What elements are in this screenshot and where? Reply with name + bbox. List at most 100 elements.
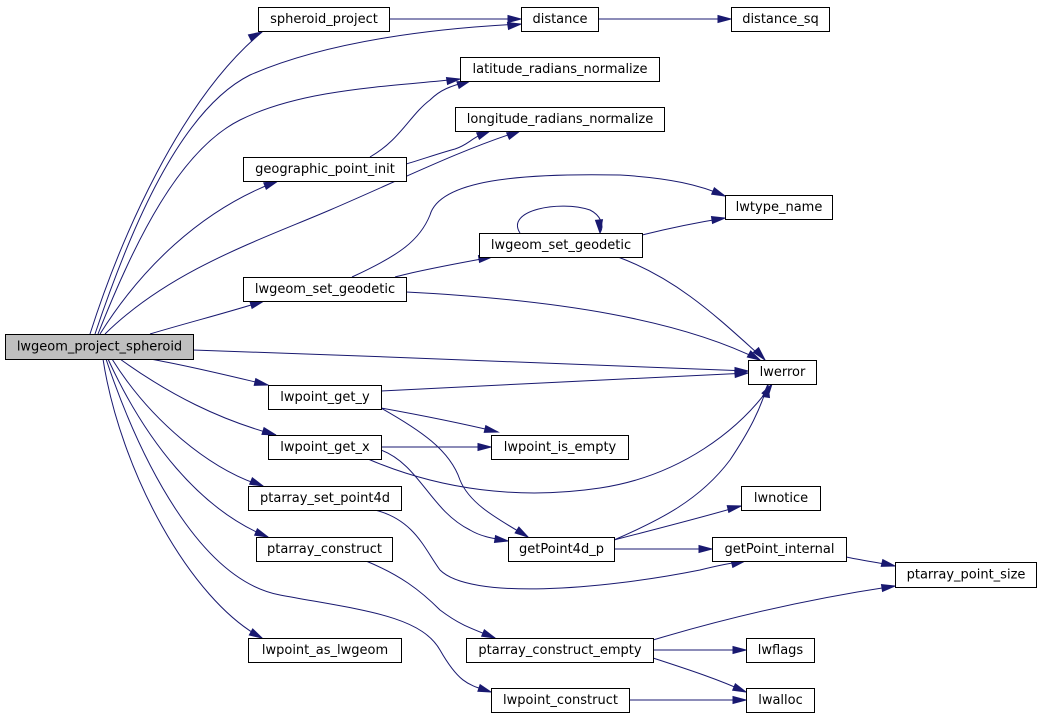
node-layer: lwgeom_project_spheroid spheroid_project d… [5, 7, 1037, 713]
edge-lwgeom_project_spheroid-to-latitude_radians_normalize [97, 76, 462, 335]
node-box[interactable] [731, 7, 830, 32]
node-label: getPoint4d_p [519, 542, 604, 557]
edge-line [652, 585, 896, 641]
edge-line [149, 300, 265, 335]
arrowhead-icon [263, 180, 279, 191]
edge-line [365, 560, 496, 639]
node-label: lwalloc [758, 693, 803, 708]
node-box[interactable] [746, 638, 815, 663]
node-box[interactable] [268, 385, 382, 410]
node-lwalloc[interactable]: lwalloc [746, 688, 815, 713]
edge-line [102, 358, 263, 639]
arrowhead-icon [507, 14, 523, 24]
arrowhead-icon [717, 14, 733, 24]
node-box[interactable] [460, 57, 660, 82]
node-label: getPoint_internal [724, 542, 834, 557]
node-box[interactable] [248, 486, 402, 511]
edge-layer [89, 14, 897, 705]
node-lwpoint-construct[interactable]: lwpoint_construct [491, 688, 630, 713]
node-box[interactable] [741, 486, 821, 511]
edge-ptarray_construct-to-ptarray_construct_empty [365, 560, 497, 639]
node-getPoint-internal[interactable]: getPoint_internal [712, 537, 847, 562]
node-ptarray-construct[interactable]: ptarray_construct [256, 537, 393, 562]
node-box[interactable] [746, 688, 815, 713]
arrowhead-icon [253, 527, 270, 538]
arrowhead-icon [732, 645, 748, 655]
node-lwtype-name[interactable]: lwtype_name [725, 195, 833, 220]
node-label: longitude_radians_normalize [467, 112, 653, 127]
edge-lwgeom_project_spheroid-to-lwpoint_as_lwgeom [102, 358, 264, 639]
node-box[interactable] [895, 562, 1037, 588]
node-box[interactable] [466, 638, 654, 663]
node-ptarray-construct-empty[interactable]: ptarray_construct_empty [466, 638, 654, 663]
arrowhead-icon [732, 695, 748, 705]
node-box[interactable] [725, 195, 833, 220]
edge-line [380, 449, 509, 542]
arrowhead-icon [480, 628, 497, 639]
node-label: spheroid_project [270, 12, 378, 27]
node-lwerror[interactable]: lwerror [748, 360, 817, 385]
node-longitude-radians-normalize[interactable]: longitude_radians_normalize [455, 107, 665, 132]
node-lwgeom-set-geodetic-inner[interactable]: lwgeom_set_geodetic [479, 233, 643, 258]
edge-line [119, 358, 277, 436]
edge-lwpoint_get_y-to-getPoint4d_p [380, 407, 530, 539]
node-ptarray-point-size[interactable]: ptarray_point_size [895, 562, 1037, 588]
node-label: lwflags [758, 643, 804, 658]
node-box[interactable] [243, 157, 407, 182]
node-getPoint4d-p[interactable]: getPoint4d_p [508, 537, 615, 562]
edge-getPoint4d_p-to-lwnotice [613, 505, 743, 541]
node-geographic-point-init[interactable]: geographic_point_init [243, 157, 407, 182]
edge-line [380, 407, 499, 433]
edge-line [105, 358, 492, 693]
node-lwgeom-project-spheroid[interactable]: lwgeom_project_spheroid [5, 334, 194, 360]
node-box[interactable] [248, 638, 402, 663]
node-label: ptarray_set_point4d [260, 491, 390, 506]
arrowhead-icon [710, 186, 727, 197]
node-box[interactable] [256, 537, 393, 562]
node-box[interactable] [258, 7, 390, 32]
edge-line [111, 358, 264, 487]
edge-line [394, 256, 493, 278]
edge-line [405, 291, 761, 361]
node-lwpoint-get-y[interactable]: lwpoint_get_y [268, 385, 382, 410]
node-lwnotice[interactable]: lwnotice [741, 486, 821, 511]
edge-line [613, 383, 769, 541]
edge-getPoint4d_p-to-getPoint_internal [614, 544, 714, 554]
edge-lwpoint_get_y-to-lwpoint_is_empty [380, 407, 500, 433]
node-box[interactable] [268, 435, 382, 460]
node-distance-sq[interactable]: distance_sq [731, 7, 830, 32]
node-box[interactable] [479, 233, 643, 258]
node-box[interactable] [521, 7, 599, 32]
node-ptarray-set-point4d[interactable]: ptarray_set_point4d [248, 486, 402, 511]
node-box[interactable] [243, 277, 407, 302]
node-latitude-radians-normalize[interactable]: latitude_radians_normalize [460, 57, 660, 82]
node-box[interactable] [491, 435, 629, 460]
arrowhead-icon [261, 426, 277, 436]
edge-lwgeom_project_spheroid-to-ptarray_set_point4d [111, 358, 265, 487]
node-box[interactable] [491, 688, 630, 713]
node-label: lwpoint_get_x [280, 440, 370, 455]
node-lwflags[interactable]: lwflags [746, 638, 815, 663]
edge-line [369, 80, 471, 158]
arrowhead-icon [514, 526, 530, 539]
node-lwpoint-as-lwgeom[interactable]: lwpoint_as_lwgeom [248, 638, 402, 663]
arrowhead-icon [493, 534, 510, 544]
node-lwpoint-is-empty[interactable]: lwpoint_is_empty [491, 435, 629, 460]
node-box[interactable] [5, 334, 194, 360]
node-label: ptarray_construct [267, 542, 382, 557]
node-box[interactable] [712, 537, 847, 562]
arrowhead-icon [475, 130, 492, 141]
node-distance[interactable]: distance [521, 7, 599, 32]
edge-line [107, 358, 269, 538]
edge-line [380, 372, 749, 392]
node-lwpoint-get-x[interactable]: lwpoint_get_x [268, 435, 382, 460]
node-box[interactable] [455, 107, 665, 132]
node-lwgeom-set-geodetic-outer[interactable]: lwgeom_set_geodetic [243, 277, 407, 302]
node-box[interactable] [508, 537, 615, 562]
edge-lwgeom_set_geodetic_inner-to-lwgeom_set_geodetic_inner [517, 205, 604, 235]
edge-spheroid_project-to-distance [389, 14, 523, 24]
node-box[interactable] [748, 360, 817, 385]
node-spheroid-project[interactable]: spheroid_project [258, 7, 390, 32]
edge-lwgeom_project_spheroid-to-lwerror [192, 349, 750, 376]
